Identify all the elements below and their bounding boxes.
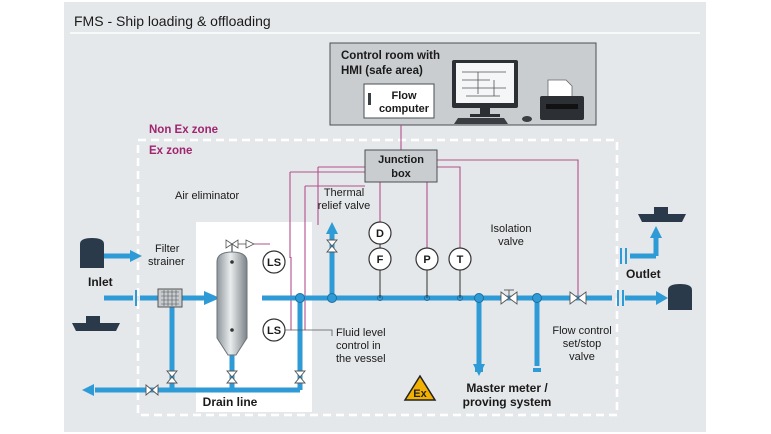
air-eliminator-vessel xyxy=(216,244,248,356)
drain-valve-1-icon xyxy=(166,370,178,384)
flow-computer: Flow computer xyxy=(363,83,435,119)
filter-strainer-label-line2: strainer xyxy=(148,256,185,268)
junction-box-line2: box xyxy=(391,168,411,180)
svg-text:Ex: Ex xyxy=(413,388,427,400)
flow-sensor-label: F xyxy=(377,254,384,266)
air-eliminator-label: Air eliminator xyxy=(175,190,240,202)
junction-box-line1: Junction xyxy=(378,154,424,166)
flow-control-valve-icon xyxy=(569,291,587,305)
master-meter-label-line1: Master meter / xyxy=(466,381,548,395)
drain-line-valve-icon xyxy=(145,384,159,396)
fluid-level-leader xyxy=(285,329,333,336)
density-sensor xyxy=(368,221,392,245)
printer-icon xyxy=(540,79,584,120)
flow-sensor xyxy=(368,247,392,271)
pipework xyxy=(95,232,659,393)
ex-hazard-symbol: Ex xyxy=(403,374,437,401)
drain-valve-3-icon xyxy=(294,370,306,384)
drain-valve-2-icon xyxy=(226,370,238,384)
flow-control-label-line3: valve xyxy=(569,351,595,363)
master-meter-label-line2: proving system xyxy=(463,395,552,409)
isolation-valve-label-line1: Isolation xyxy=(491,223,532,235)
vent-valve-icon xyxy=(225,239,255,249)
flow-control-label-line2: set/stop xyxy=(563,338,602,350)
fluid-level-label-line1: Fluid level xyxy=(336,327,386,339)
density-sensor-label: D xyxy=(376,228,384,240)
instruments: LS LS D F P T xyxy=(262,221,472,342)
inlet-label: Inlet xyxy=(88,275,113,289)
pressure-sensor-label: P xyxy=(423,254,430,266)
level-switch-bottom-label: LS xyxy=(267,325,281,337)
outlet-ship-icon xyxy=(638,207,686,222)
fluid-level-label-line3: the vessel xyxy=(336,353,386,365)
outlet-tank-icon xyxy=(668,284,692,310)
flow-control-label-line1: Flow control xyxy=(552,325,611,337)
level-switch-top-label: LS xyxy=(267,257,281,269)
tanks-and-ships xyxy=(72,207,692,331)
fluid-level-label-line2: control in xyxy=(336,340,381,352)
thermal-relief-valve-icon xyxy=(326,239,338,253)
ex-zone-label: Ex zone xyxy=(149,145,192,157)
thermal-relief-label-line2: relief valve xyxy=(318,200,371,212)
non-ex-zone-label: Non Ex zone xyxy=(149,124,218,136)
inlet-ship-icon xyxy=(72,316,120,331)
thermal-relief-label-line1: Thermal xyxy=(324,187,364,199)
drain-line-label: Drain line xyxy=(203,395,258,409)
outlet-label: Outlet xyxy=(626,267,661,281)
hmi-monitor-icon xyxy=(452,60,532,124)
ex-zone-boundary xyxy=(136,138,619,417)
flow-computer-line1: Flow xyxy=(391,90,416,102)
filter-strainer-label-line1: Filter xyxy=(155,243,180,255)
isolation-valve-icon xyxy=(500,289,518,305)
inlet-tank-icon xyxy=(80,238,104,268)
flanges xyxy=(135,248,627,306)
isolation-valve-label-line2: valve xyxy=(498,236,524,248)
control-room-label-line1: Control room with xyxy=(341,50,440,62)
junction-box xyxy=(364,149,438,183)
flow-computer-line2: computer xyxy=(379,103,430,115)
temperature-sensor-label: T xyxy=(457,254,464,266)
control-room-label-line2: HMI (safe area) xyxy=(341,65,423,77)
air-eliminator-area xyxy=(196,222,312,412)
valves xyxy=(145,239,587,396)
filter-strainer-icon xyxy=(157,288,183,308)
diagram-title: FMS - Ship loading & offloading xyxy=(74,13,271,29)
pressure-sensor xyxy=(415,247,439,271)
temperature-sensor xyxy=(448,247,472,271)
level-switch-top xyxy=(262,250,286,274)
